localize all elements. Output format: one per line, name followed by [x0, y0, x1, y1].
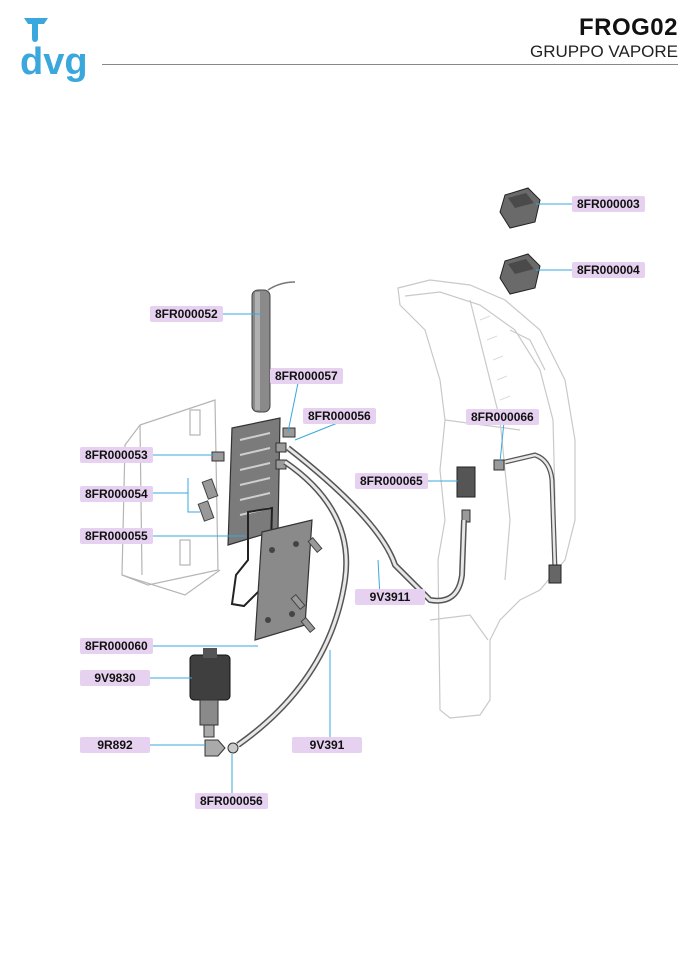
button-8fr000004 [499, 253, 541, 295]
page-subtitle: GRUPPO VAPORE [530, 42, 678, 61]
machine-housing [397, 279, 576, 719]
part-label: 8FR000054 [80, 486, 153, 502]
part-label: 8FR000057 [270, 368, 343, 384]
part-label: 8FR000056 [195, 793, 268, 809]
part-label: 8FR000060 [80, 638, 153, 654]
housing-ribs [479, 315, 511, 401]
part-label: 9V3911 [355, 589, 425, 605]
part-label: 8FR000056 [303, 408, 376, 424]
dvg-logo: dvg [18, 12, 98, 84]
part-label: 9R892 [80, 737, 150, 753]
fitting-nut [227, 742, 239, 754]
switch-8fr000065 [456, 466, 476, 498]
part-label: 8FR000066 [466, 409, 539, 425]
part-label: 8FR000065 [355, 473, 428, 489]
page-code: FROG02 [578, 14, 678, 41]
pump-9v9830 [189, 648, 231, 738]
fittings [211, 427, 505, 523]
part-label: 9V9830 [80, 670, 150, 686]
svg-text:dvg: dvg [20, 41, 88, 83]
part-label: 8FR000053 [80, 447, 153, 463]
gasket [230, 506, 274, 608]
part-label: 8FR000055 [80, 528, 153, 544]
heating-rod [251, 281, 296, 413]
button-8fr000003 [499, 187, 541, 229]
part-label: 8FR000052 [150, 306, 223, 322]
part-label: 8FR000004 [572, 262, 645, 278]
elbow-fitting [204, 739, 226, 757]
screws [197, 478, 323, 633]
part-label: 8FR000003 [572, 196, 645, 212]
part-label: 9V391 [292, 737, 362, 753]
header-divider [102, 64, 678, 65]
